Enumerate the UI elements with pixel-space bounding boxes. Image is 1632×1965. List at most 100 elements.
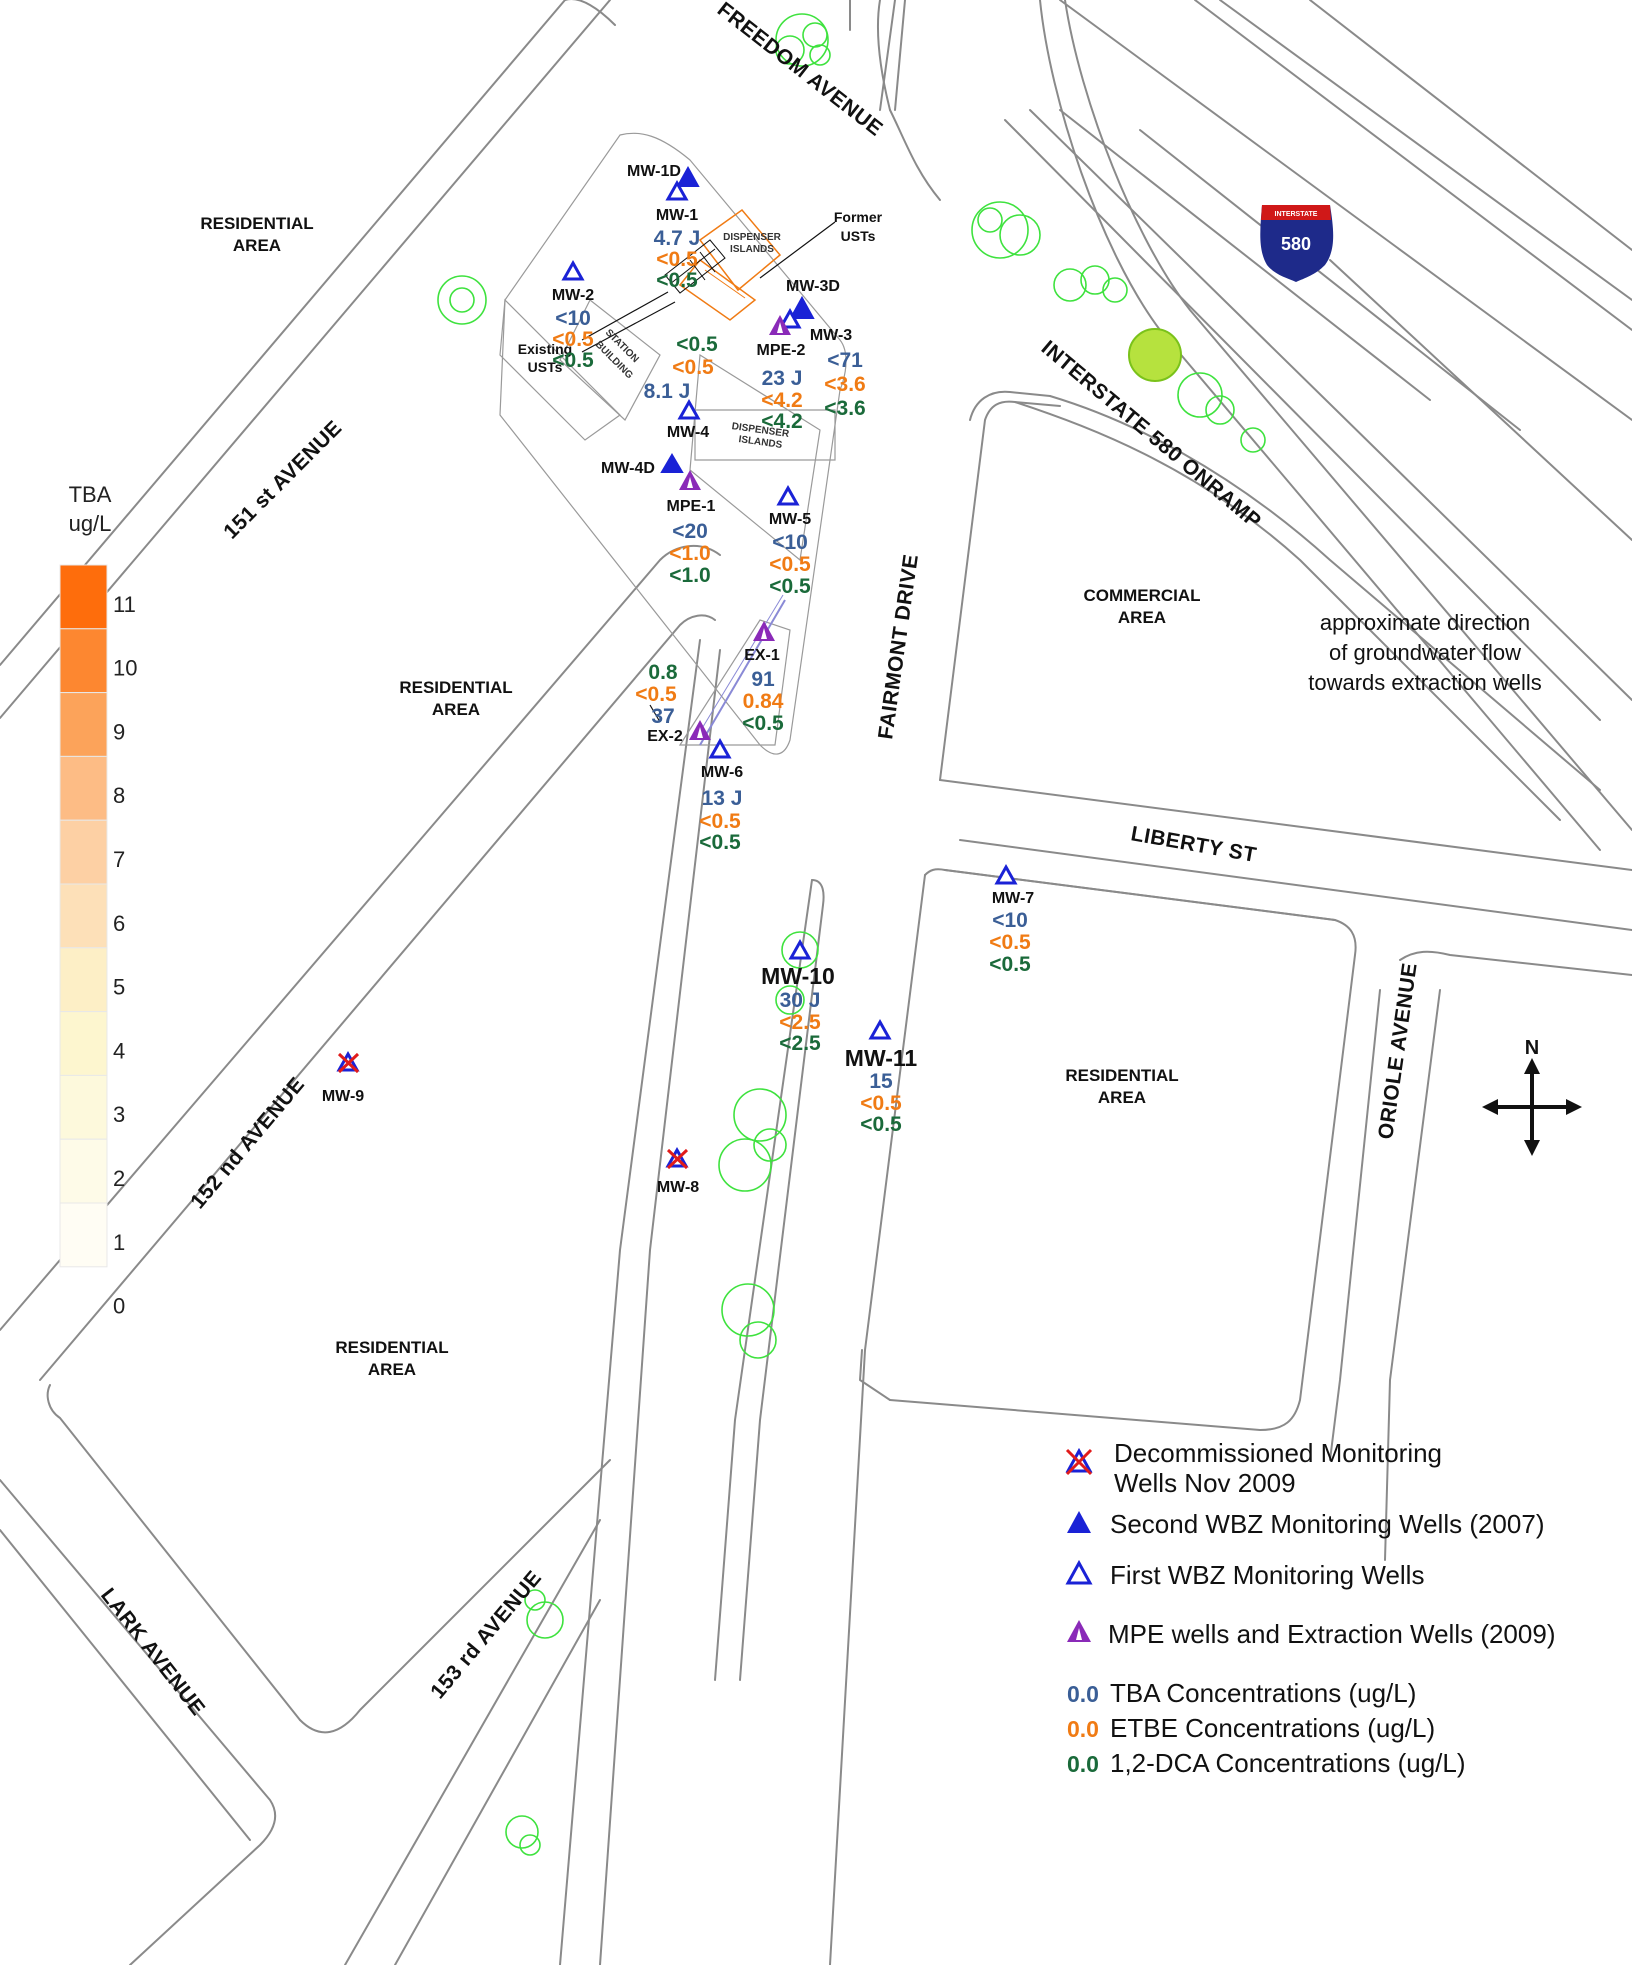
- well-mw-8-decommissioned-symbol: [665, 1146, 689, 1170]
- former-usts-line2: USTs: [841, 228, 876, 244]
- former-usts-line1: Former: [834, 209, 883, 225]
- well-mpe-2-tba: 23 J: [762, 367, 803, 390]
- well-mw-2-dca: <0.5: [552, 349, 594, 372]
- groundwater-note-line3: towards extraction wells: [1308, 670, 1542, 695]
- existing-usts-line1: Existing: [518, 341, 572, 357]
- site-boundary: [499, 132, 847, 755]
- scale-cell: [59, 947, 108, 1013]
- well-mpe-1-dca: <1.0: [669, 564, 710, 587]
- well-mw-3-label: MW-3: [810, 327, 852, 344]
- well-mw-11-label: MW-11: [845, 1045, 918, 1071]
- area-residential-e-line2: AREA: [1098, 1088, 1146, 1107]
- well-ex-2-dca: 0.8: [648, 661, 678, 684]
- legend: Decommissioned Monitoring Wells Nov 2009…: [1065, 1438, 1555, 1778]
- well-symbols: [336, 165, 1018, 1170]
- street-153rd-avenue: 153 rd AVENUE: [426, 1566, 546, 1703]
- area-residential-nw-line1: RESIDENTIAL: [200, 214, 313, 233]
- street-lark-avenue: LARK AVENUE: [96, 1584, 209, 1720]
- well-mpe-2-dca: <4.2: [761, 410, 802, 433]
- scale-cell: [59, 1202, 108, 1268]
- north-arrow-icon: N: [1482, 1037, 1582, 1156]
- area-residential-w-line2: AREA: [432, 700, 480, 719]
- street-freedom-avenue: FREEDOM AVENUE: [713, 0, 887, 141]
- well-mw-10-dca: <2.5: [779, 1032, 821, 1055]
- scale-cell: [59, 564, 108, 630]
- well-mw-1-symbol: [665, 179, 689, 201]
- area-residential-e-line1: RESIDENTIAL: [1065, 1066, 1178, 1085]
- well-mw-6-dca: <0.5: [699, 831, 741, 854]
- well-mw-1-label: MW-1: [656, 207, 698, 224]
- well-ex-1-dca: <0.5: [742, 712, 784, 735]
- scale-title-line1: TBA: [69, 482, 112, 507]
- scale-tick-label: 2: [113, 1166, 125, 1191]
- well-mw-3d-label: MW-3D: [786, 278, 840, 295]
- groundwater-note-line1: approximate direction: [1320, 610, 1530, 635]
- scale-tick-label: 9: [113, 719, 125, 744]
- scale-cell: [59, 692, 108, 757]
- well-mw-5-etbe: <0.5: [769, 553, 811, 576]
- scale-tick-label: 0: [113, 1294, 125, 1319]
- well-mpe-1-tba: <20: [672, 520, 708, 543]
- well-mpe-2-dca-shallow: <0.5: [676, 333, 718, 356]
- scale-tick-label: 7: [113, 847, 125, 872]
- well-mw-1d-label: MW-1D: [627, 163, 681, 180]
- well-mw-11-tba: 15: [869, 1070, 893, 1093]
- legend-mpe-icon: [1067, 1620, 1091, 1642]
- well-mw-10-symbol: [788, 938, 812, 960]
- area-residential-sw-line2: AREA: [368, 1360, 416, 1379]
- existing-usts-line2: USTs: [528, 359, 563, 375]
- well-mw-7-tba: <10: [992, 909, 1028, 932]
- well-mw-1-etbe: <0.5: [656, 248, 698, 271]
- legend-decommissioned-line1: Decommissioned Monitoring: [1114, 1438, 1442, 1468]
- well-mw-1d-symbol: [676, 165, 700, 187]
- area-residential-nw-line2: AREA: [233, 236, 281, 255]
- well-ex-1-etbe: 0.84: [743, 690, 784, 713]
- scale-tick-label: 10: [113, 656, 137, 681]
- legend-dca-sample: 0.0: [1067, 1751, 1099, 1777]
- well-mw-5-label: MW-5: [769, 511, 811, 528]
- legend-second-wbz-icon: [1067, 1511, 1091, 1533]
- dispenser-islands-top-line1: DISPENSER: [723, 232, 782, 243]
- well-mw-3-etbe: <3.6: [824, 373, 865, 396]
- well-mw-6-label: MW-6: [701, 764, 743, 781]
- shield-top-text: INTERSTATE: [1275, 211, 1318, 218]
- well-mw-9-decommissioned-symbol: [336, 1050, 360, 1074]
- well-ex-2-label: EX-2: [647, 728, 683, 745]
- groundwater-note-line2: of groundwater flow: [1329, 640, 1521, 665]
- well-mw-2-tba: <10: [555, 307, 591, 330]
- legend-etbe-sample: 0.0: [1067, 1716, 1099, 1742]
- trees: [437, 13, 1266, 1856]
- well-mpe-1-etbe: <1.0: [669, 542, 710, 565]
- north-label: N: [1525, 1037, 1539, 1059]
- well-mw-2-label: MW-2: [552, 287, 594, 304]
- well-mw-2-etbe: <0.5: [552, 328, 594, 351]
- well-mw-4d-label: MW-4D: [601, 460, 655, 477]
- scale-cell: [59, 628, 108, 694]
- street-151st-avenue: 151 st AVENUE: [219, 416, 346, 543]
- scale-tick-label: 11: [113, 592, 136, 617]
- well-mw-10-tba: 30 J: [780, 989, 821, 1012]
- area-residential-sw-line1: RESIDENTIAL: [335, 1338, 448, 1357]
- well-mw-5-symbol: [776, 484, 800, 506]
- well-mw-11-etbe: <0.5: [860, 1092, 902, 1115]
- well-mw-4-symbol: [677, 398, 701, 420]
- scale-cell: [59, 1011, 108, 1076]
- well-ex-1-label: EX-1: [744, 647, 780, 664]
- scale-cell: [59, 819, 108, 885]
- well-ex-1-tba: 91: [751, 668, 775, 691]
- well-mw-3-dca: <3.6: [824, 397, 865, 420]
- street-liberty-st: LIBERTY ST: [1129, 822, 1258, 867]
- well-mw-3-symbol: [778, 307, 802, 329]
- legend-first-wbz-icon: [1065, 1559, 1093, 1585]
- well-mw-6-symbol: [708, 737, 732, 759]
- well-mw-2-symbol: [561, 259, 585, 281]
- legend-tba-sample: 0.0: [1067, 1681, 1099, 1707]
- legend-mpe-text: MPE wells and Extraction Wells (2009): [1108, 1619, 1555, 1649]
- dispenser-islands-top: [678, 208, 782, 321]
- well-mw-1-dca: <0.5: [656, 269, 698, 292]
- well-mw-11-dca: <0.5: [860, 1113, 902, 1136]
- street-oriole-avenue: ORIOLE AVENUE: [1374, 961, 1422, 1140]
- street-152nd-avenue: 152 nd AVENUE: [186, 1073, 309, 1213]
